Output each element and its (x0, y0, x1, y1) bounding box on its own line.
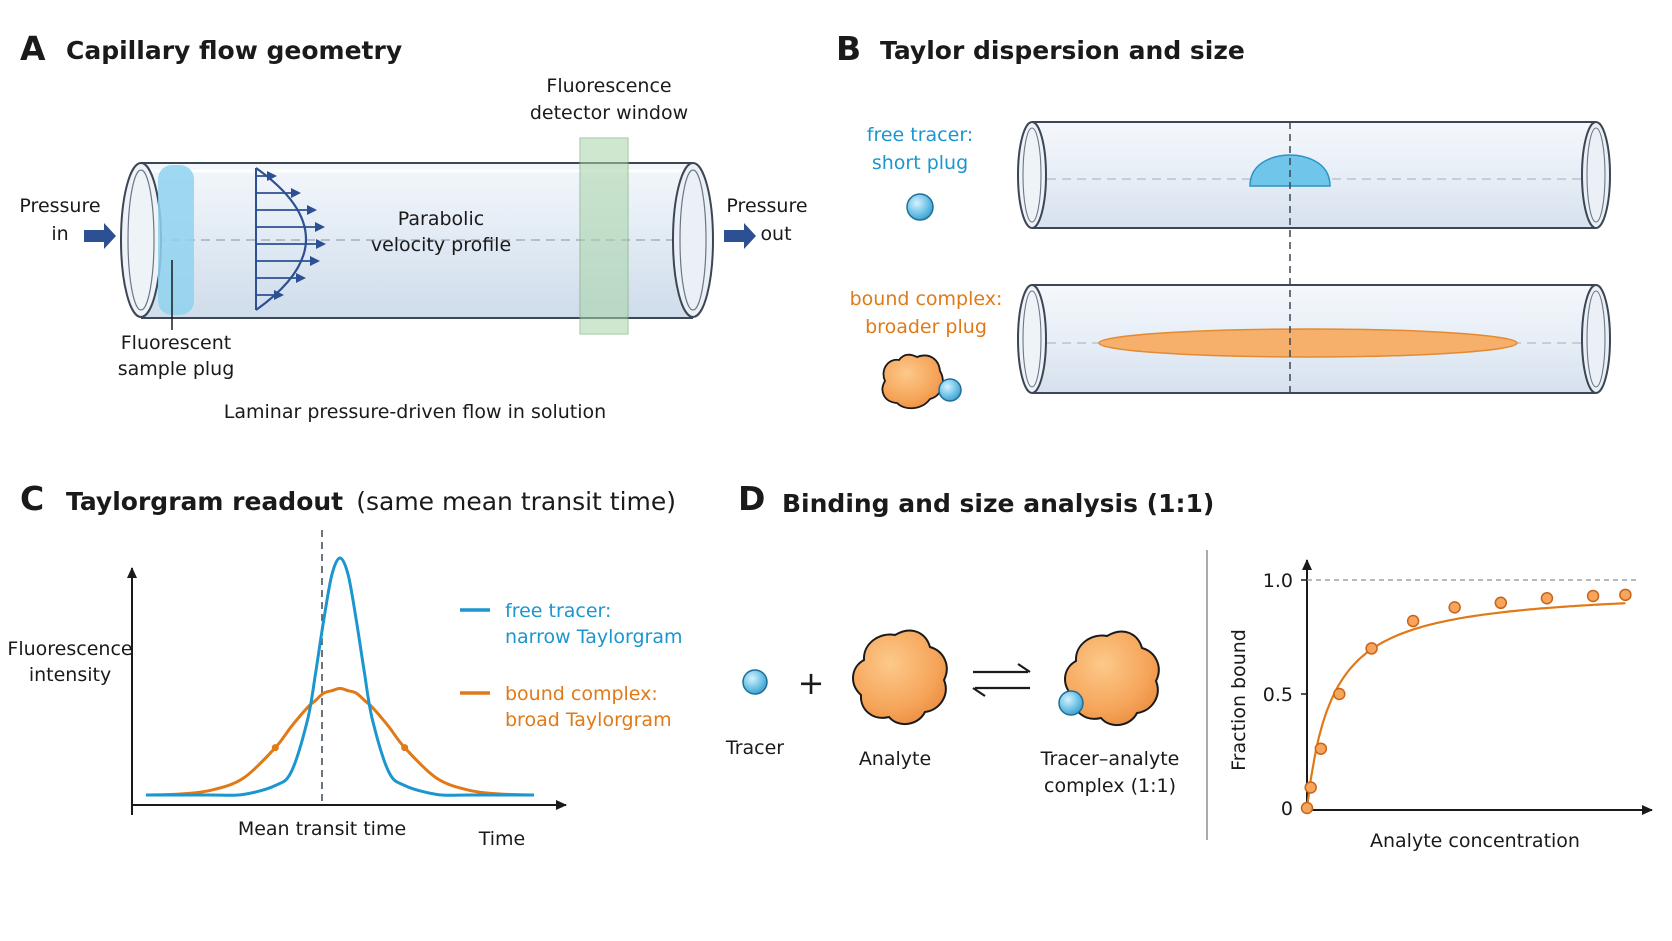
profile-label-2: velocity profile (371, 234, 511, 256)
c-y-label-2: intensity (29, 664, 111, 686)
pressure-out-label-1: Pressure (726, 195, 807, 217)
panel-d-letter: D (738, 479, 765, 518)
tracer-icon (742, 669, 768, 695)
pressure-out-label-2: out (760, 223, 791, 245)
d-data-point (1365, 642, 1378, 655)
tube-left-inner (1022, 127, 1042, 223)
pressure-out-arrow (724, 223, 756, 249)
panel-a-title: Capillary flow geometry (66, 36, 402, 65)
c-mean-label: Mean transit time (238, 818, 406, 840)
legend-bound-label-1: bound complex: (505, 683, 658, 705)
panel-d-title: Binding and size analysis (1:1) (782, 489, 1214, 518)
tube-inlet-end (120, 162, 162, 318)
tube-outlet-end (672, 162, 714, 318)
tube-right-inner (1586, 290, 1606, 388)
legend-bound-label-2: broad Taylorgram (505, 709, 672, 731)
c-shoulder-point (271, 744, 279, 752)
d-data-point (1304, 781, 1317, 794)
panel-c-title-suffix: (same mean transit time) (356, 487, 676, 516)
d-y-tick-label: 0.5 (1263, 684, 1293, 706)
panel-b: B Taylor dispersion and size (836, 29, 1611, 410)
pressure-in-label-1: Pressure (19, 195, 100, 217)
tube-free-tracer (1017, 121, 1611, 229)
panel-a: A Capillary flow geometry (19, 29, 807, 423)
d-x-label: Analyte concentration (1370, 830, 1580, 852)
tube-right-end (1581, 121, 1611, 229)
pressure-in-arrow (84, 223, 116, 249)
d-y-label: Fraction bound (1228, 629, 1250, 771)
d-series-group (1300, 579, 1640, 815)
tube-outlet-inner (679, 169, 707, 311)
sample-plug (158, 165, 194, 315)
tube-left-end (1017, 284, 1047, 394)
bound-complex-label-1: bound complex: (850, 288, 1003, 310)
free-tracer-label-1: free tracer: (867, 124, 973, 146)
c-bound-complex-curve (145, 686, 535, 797)
d-fit-curve (1305, 602, 1626, 809)
legend-free-label-2: narrow Taylorgram (505, 626, 683, 648)
d-data-point (1540, 591, 1554, 605)
c-x-label: Time (478, 828, 526, 850)
d-data-point (1333, 687, 1346, 701)
complex-label-1: Tracer–analyte (1040, 748, 1180, 770)
broad-plug (1098, 328, 1518, 358)
c-series-group (145, 556, 535, 797)
tube-right-inner (1586, 127, 1606, 223)
panel-c-title: Taylorgram readout (66, 487, 343, 516)
reverse-arrow-icon (972, 686, 1030, 697)
complex-blob-icon (881, 353, 944, 410)
panel-a-caption: Laminar pressure-driven flow in solution (224, 401, 606, 423)
detector-window (579, 137, 629, 335)
velocity-profile (255, 167, 326, 311)
d-data-point (1494, 596, 1508, 610)
c-shoulder-point (401, 744, 409, 752)
forward-arrow-icon (973, 663, 1031, 674)
tube-left-inner (1022, 290, 1042, 388)
panel-b-letter: B (836, 29, 861, 68)
detector-label-2: detector window (530, 102, 688, 124)
complex-bead-icon (938, 378, 962, 402)
analyte-label: Analyte (859, 748, 931, 770)
tube-bound-complex (1017, 284, 1611, 394)
complex-label-2: complex (1:1) (1044, 775, 1176, 797)
legend-free-label-1: free tracer: (505, 600, 611, 622)
panel-a-letter: A (20, 29, 46, 68)
panel-c-letter: C (20, 479, 44, 518)
c-y-label-1: Fluorescence (7, 638, 132, 660)
tube-right-end (1581, 284, 1611, 394)
plus-sign: + (798, 664, 825, 702)
free-tracer-label-2: short plug (872, 152, 968, 174)
d-data-point (1448, 601, 1461, 614)
d-data-point (1406, 614, 1420, 628)
plug-label-1: Fluorescent (121, 332, 231, 354)
d-y-tick-label: 0 (1281, 798, 1293, 820)
profile-label-1: Parabolic (398, 208, 484, 230)
d-data-point (1586, 589, 1600, 603)
panel-c-title-line: Taylorgram readout (same mean transit ti… (66, 487, 676, 516)
tube-left-end (1017, 121, 1047, 229)
tracer-label: Tracer (725, 737, 784, 759)
complex-tracer-icon (1058, 690, 1084, 716)
tube-inlet-inner (127, 169, 155, 311)
bound-complex-label-2: broader plug (865, 316, 987, 338)
panel-b-title: Taylor dispersion and size (880, 36, 1245, 65)
d-data-point (1619, 588, 1632, 602)
detector-label-1: Fluorescence (546, 75, 671, 97)
d-y-tick-label: 1.0 (1263, 570, 1293, 592)
complex-icon (1064, 630, 1160, 726)
c-free-tracer-curve (146, 556, 534, 797)
d-data-point (1300, 801, 1314, 815)
tracer-bead-icon (906, 193, 934, 221)
panel-c: C Taylorgram readout (same mean transit … (7, 479, 682, 850)
d-ticks-group: 0 0.5 1.0 (1263, 570, 1307, 820)
pressure-in-label-2: in (51, 223, 68, 245)
plug-label-2: sample plug (118, 358, 235, 380)
analyte-icon (852, 629, 948, 725)
panel-d: D Binding and size analysis (1:1) + Trac… (725, 479, 1653, 852)
d-data-point (1314, 742, 1328, 755)
